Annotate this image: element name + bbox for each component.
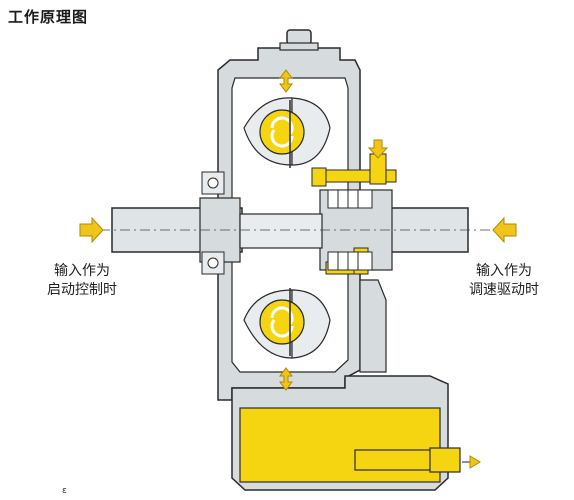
oil-level (239, 407, 441, 483)
bearing-left-top (201, 171, 225, 195)
gear-icon (327, 189, 373, 271)
up-down-arrow-icon (279, 367, 293, 391)
label-right: 输入作为 调速驱动时 (454, 262, 554, 300)
rotation-icon (259, 299, 305, 345)
right-arrow-icon (79, 216, 104, 244)
top-plug (279, 29, 319, 51)
coupling-hub (239, 213, 323, 249)
up-down-arrow-icon (279, 69, 293, 93)
oil-passages (311, 153, 397, 275)
diagram-title: 工作原理图 (8, 8, 89, 26)
label-right-line2: 调速驱动时 (469, 282, 539, 298)
label-left: 输入作为 启动控制时 (40, 262, 124, 300)
label-left-line2: 启动控制时 (47, 282, 117, 298)
rotation-icon (259, 109, 305, 155)
corner-mark: ε (62, 486, 67, 496)
label-left-line1: 输入作为 (54, 263, 110, 279)
oil-sump (231, 375, 461, 491)
label-right-line1: 输入作为 (476, 263, 532, 279)
left-arrow-icon (492, 216, 517, 244)
inlet-arrow-icon (367, 139, 389, 159)
bearing-left-bottom (201, 251, 225, 275)
outlet-arrow-icon (462, 455, 481, 469)
impeller-bottom (243, 288, 331, 359)
support-bracket (359, 279, 387, 373)
impeller-top (243, 97, 331, 168)
